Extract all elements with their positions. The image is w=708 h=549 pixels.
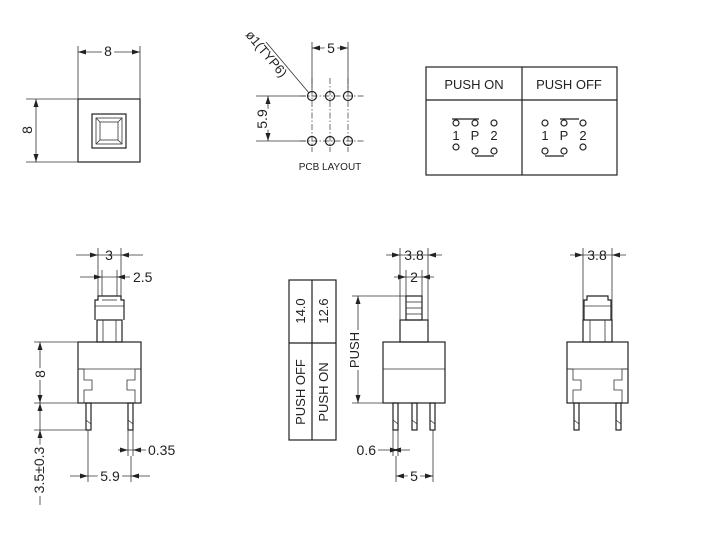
pcb-hole (342, 135, 354, 147)
pcb-layout: 5 5.9 ø1(TYP6) PCB LAYOUT (243, 27, 364, 173)
side-pin-width-dim: 0.6 (357, 442, 377, 458)
front-body-height-dim: 8 (32, 370, 48, 378)
pcb-hole-note: ø1(TYP6) (243, 27, 291, 80)
pcb-hole (306, 90, 318, 102)
pcb-hole (324, 90, 336, 102)
height-table: 14.0 12.6 PUSH OFF PUSH ON (288, 279, 337, 441)
svg-text:1: 1 (541, 128, 548, 143)
front-button-cap (94, 295, 125, 320)
svg-text:2: 2 (490, 128, 497, 143)
side-pin (411, 402, 418, 431)
pcb-hole (342, 90, 354, 102)
front-pin (85, 402, 92, 431)
svg-text:1: 1 (452, 128, 459, 143)
front-pin-length-dim: 3.5±0.3 (31, 446, 47, 493)
front-pin-spacing-dim: 5.9 (100, 468, 120, 484)
pcb-layout-caption: PCB LAYOUT (299, 162, 362, 173)
top-view-width-dim: 8 (104, 43, 112, 59)
pcb-pitch-y-dim: 5.9 (254, 109, 270, 129)
side-push-label: PUSH (347, 332, 362, 368)
pcb-hole (306, 135, 318, 147)
svg-text:2: 2 (579, 128, 586, 143)
back-stem-width-dim: 3.8 (587, 247, 607, 263)
back-view: 3.8 (566, 247, 629, 431)
push-off-title: PUSH OFF (536, 77, 602, 92)
svg-text:P: P (560, 128, 569, 143)
back-pin (573, 402, 580, 431)
height-table-label-on: PUSH ON (316, 362, 331, 421)
push-on-title: PUSH ON (444, 77, 503, 92)
back-body (566, 341, 629, 404)
side-tip-width-dim: 2 (410, 269, 418, 285)
side-pin-spacing-dim: 5 (410, 468, 418, 484)
height-table-label-off: PUSH OFF (293, 359, 308, 425)
height-table-value-on: 12.6 (316, 298, 331, 323)
side-view: 3.8 2 PUSH 0.6 5 (344, 247, 446, 487)
front-tip-width-dim: 2.5 (133, 269, 153, 285)
push-off-symbol: 1 P 2 (541, 118, 587, 157)
front-button-width-dim: 3 (105, 247, 113, 263)
top-view-height-dim: 8 (19, 126, 35, 134)
side-stem-width-dim: 3.8 (404, 247, 424, 263)
push-on-symbol: 1 P 2 (452, 118, 498, 157)
side-pin (429, 402, 436, 431)
height-table-value-off: 14.0 (293, 298, 308, 323)
pcb-pitch-x-dim: 5 (327, 40, 335, 56)
top-view-body (77, 98, 141, 163)
back-pin (615, 402, 622, 431)
top-view-button-frame (91, 113, 127, 149)
top-view: 8 8 (16, 40, 141, 163)
front-pin (127, 402, 134, 431)
side-body (382, 341, 446, 404)
front-body (77, 341, 142, 404)
pcb-hole (324, 135, 336, 147)
svg-text:P: P (471, 128, 480, 143)
front-view: 3 2.5 8 3.5±0.3 0.35 5.9 (28, 247, 175, 505)
side-pin (392, 402, 399, 431)
switch-state-table: PUSH ON PUSH OFF 1 P 2 1 P (425, 66, 618, 176)
front-pin-thickness-dim: 0.35 (148, 442, 175, 458)
